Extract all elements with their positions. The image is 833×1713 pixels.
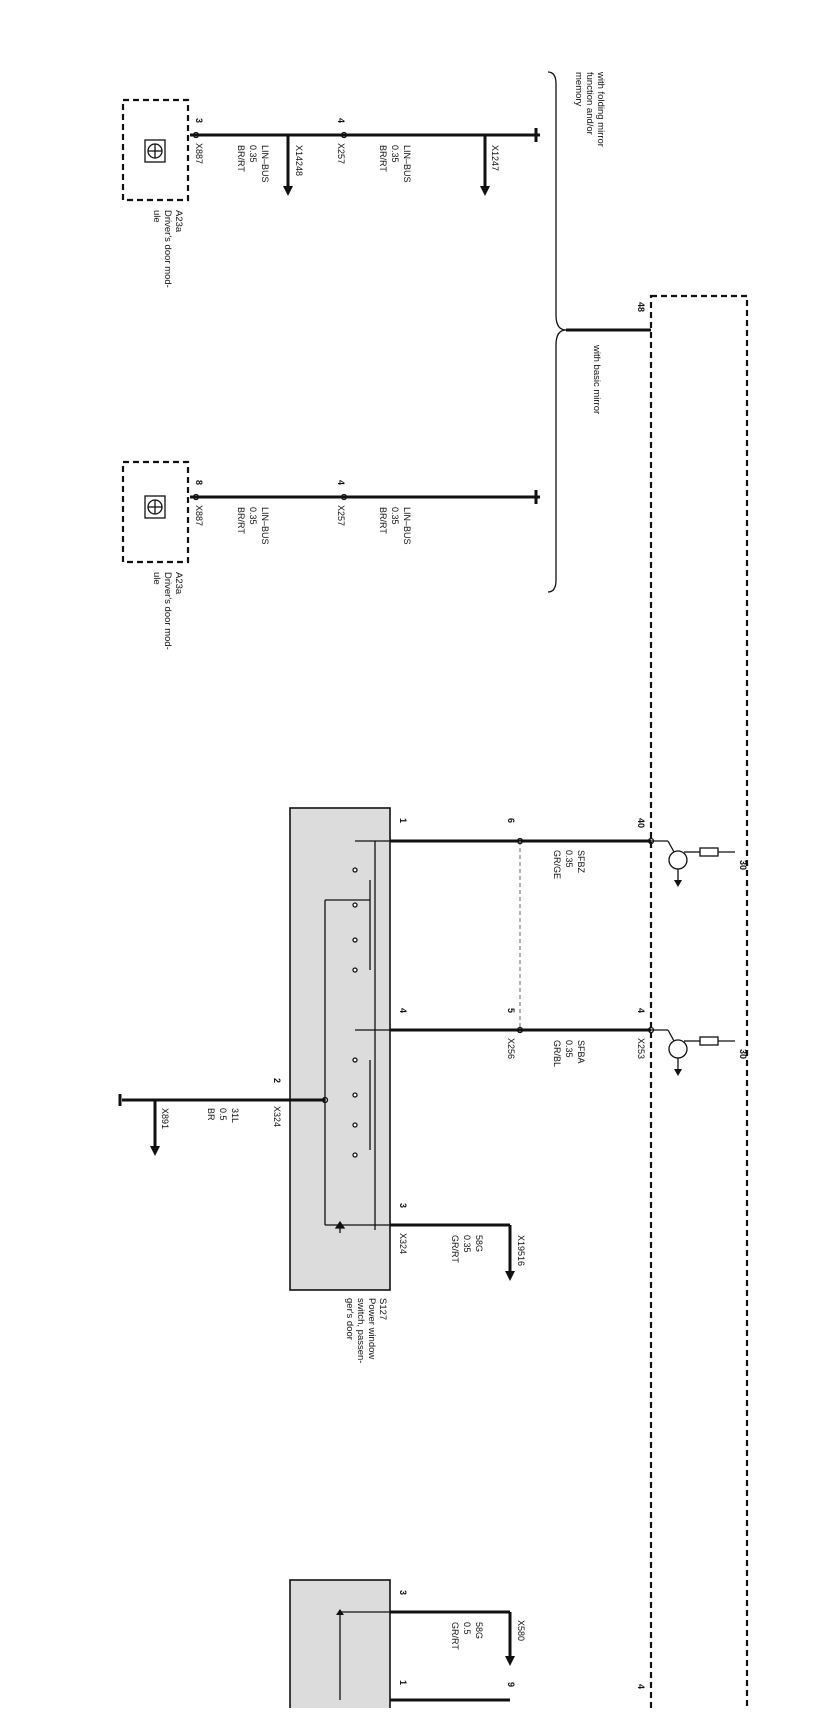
lin-top-upper-2: 0.35 (390, 145, 400, 163)
condition-folding-3: memory (573, 72, 584, 107)
module-a23a-bottom (121, 460, 190, 564)
lin-bottom-lower-3: BR/RT (236, 507, 246, 534)
s127-pin-3: 3 (398, 1203, 408, 1208)
module-caption-top-1: Driver's door mod- (162, 210, 173, 288)
conn-x887-top: X887 (194, 143, 204, 164)
lower-pin-1: 1 (398, 1680, 408, 1685)
s127-pin-2: 2 (272, 1078, 282, 1083)
condition-folding-2: function and/or (584, 72, 595, 135)
wire-58g-b-color: GR/RT (450, 1622, 460, 1650)
options-brace (547, 71, 567, 593)
pin-x257-top: 4 (336, 118, 346, 123)
cu-pin-40: 40 (636, 818, 646, 828)
pin-x257-bottom: 4 (336, 480, 346, 485)
s127-pin-1: 1 (398, 818, 408, 823)
lin-top-lower-1: LIN–BUS (260, 145, 270, 183)
s127-caption-2: switch, passen- (355, 1298, 366, 1363)
wire-58g-a-color: GR/RT (450, 1235, 460, 1263)
pin-a-8: 8 (194, 480, 204, 485)
wire-sfba-color: GR/BL (552, 1040, 562, 1067)
splice-x891: X891 (160, 1108, 170, 1129)
lower-pin-3: 3 (398, 1590, 408, 1595)
text-labels: with folding mirror function and/or memo… (151, 71, 748, 1689)
s127-pin-4: 4 (398, 1008, 408, 1013)
wire-31l-color: BR (206, 1108, 216, 1121)
s127-caption-1: Power window (366, 1298, 377, 1359)
lin-top-lower-2: 0.35 (248, 145, 258, 163)
splice-x19516: X19516 (516, 1235, 526, 1266)
module-a23a-top (121, 98, 190, 202)
module-id-top: A23a (173, 210, 184, 233)
switch-s127-internals (324, 840, 390, 1233)
pin-5: 5 (506, 1008, 516, 1013)
cu-pin-48: 48 (636, 302, 646, 312)
cu-pin-4: 4 (636, 1008, 646, 1013)
splice-x14248: X14248 (294, 145, 304, 176)
term-30-b: 30 (738, 1049, 748, 1059)
pin-a-3: 3 (194, 118, 204, 123)
wire-31l-size: 0.5 (218, 1108, 228, 1121)
cu-pin-4-lower: 4 (636, 1684, 646, 1689)
pin-9: 9 (506, 1682, 516, 1687)
lin-bottom-upper-2: 0.35 (390, 507, 400, 525)
lin-top-upper-1: LIN–BUS (402, 145, 412, 183)
wire-sfba-name: SFBA (576, 1040, 586, 1064)
conn-x257-top: X257 (336, 143, 346, 164)
s127-conn-x324-b: X324 (398, 1233, 408, 1254)
wire-58g-b-name: 58G (474, 1622, 484, 1639)
switch-s127-box (289, 807, 391, 1291)
wire-58g-a-size: 0.35 (462, 1235, 472, 1253)
module-caption-bottom-2: ule (151, 572, 162, 585)
wire-sfba-size: 0.35 (564, 1040, 574, 1058)
lin-bottom-upper-3: BR/RT (378, 507, 388, 534)
s127-caption-3: ger's door (344, 1298, 355, 1340)
lin-bottom-lower-2: 0.35 (248, 507, 258, 525)
condition-folding-1: with folding mirror (595, 71, 606, 147)
condition-basic: with basic mirror (591, 344, 602, 414)
lin-bottom-upper-1: LIN–BUS (402, 507, 412, 545)
wire-58g-b-size: 0.5 (462, 1622, 472, 1635)
wire-31l-name: 31L (230, 1108, 240, 1123)
conn-x887-bottom: X887 (194, 505, 204, 526)
wire-58g-a-name: 58G (474, 1235, 484, 1252)
driver-transistor-1 (651, 840, 735, 887)
module-id-bottom: A23a (173, 572, 184, 595)
lin-bottom-lower-1: LIN–BUS (260, 507, 270, 545)
pin-6: 6 (506, 818, 516, 823)
s127-id: S127 (377, 1298, 388, 1320)
wire-sfbz-color: GR/GE (552, 850, 562, 879)
term-30-a: 30 (738, 860, 748, 870)
module-caption-top-2: ule (151, 210, 162, 223)
splice-x580: X580 (516, 1620, 526, 1641)
s127-conn-x324: X324 (272, 1106, 282, 1127)
cu-conn-x253: X253 (636, 1038, 646, 1059)
wire-sfbz-name: SFBZ (576, 850, 586, 874)
lin-top-lower-3: BR/RT (236, 145, 246, 172)
conn-x256: X256 (506, 1038, 516, 1059)
splice-x1247: X1247 (490, 145, 500, 171)
driver-transistor-2 (651, 1029, 735, 1076)
lin-top-upper-3: BR/RT (378, 145, 388, 172)
wire-sfbz-size: 0.35 (564, 850, 574, 868)
control-unit-box (649, 294, 749, 1713)
conn-x257-bottom: X257 (336, 505, 346, 526)
module-caption-bottom-1: Driver's door mod- (162, 572, 173, 650)
